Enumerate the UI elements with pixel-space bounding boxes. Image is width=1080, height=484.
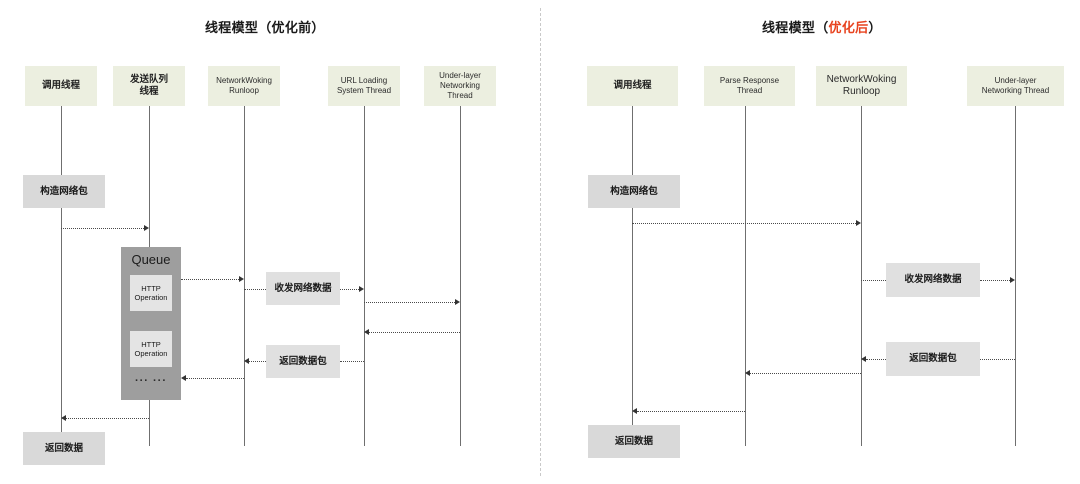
message-arrow-runloop-to-parse [750,373,861,374]
message-arrow-queue-to-call [66,418,149,419]
message-arrow-label-to-runloop [249,361,266,362]
action-box-return-data-before[interactable]: 返回数据 [23,432,105,465]
actor-label: 调用线程 [41,80,80,92]
message-arrow-urlloading-to-underlayer [364,302,455,303]
message-arrow-label-to-urlloading [340,289,359,290]
actor-label: URL Loading System Thread [336,76,392,95]
action-box-build-packet-before[interactable]: 构造网络包 [23,175,105,208]
message-arrow-parse-to-call [637,411,745,412]
actor-header-under-layer-networking-thread-after[interactable]: Under-layer Networking Thread [967,66,1064,106]
actor-label: NetworkWoking Runloop [216,76,272,95]
lifeline-url-loading-system-thread [364,106,365,446]
action-box-return-data-after[interactable]: 返回数据 [588,425,680,458]
lifeline-under-layer-networking-thread-after [1015,106,1016,446]
message-arrow-runloop-to-queue [186,378,244,379]
panel-title-after-suffix: ） [868,20,882,35]
message-box-send-receive-data-before[interactable]: 收发网络数据 [266,272,340,305]
panel-title-before-highlight: 优化前 [271,20,312,35]
arrowhead-right-icon [359,286,364,292]
lifeline-parse-response-thread [745,106,746,446]
arrowhead-left-icon [61,415,66,421]
panel-title-before: 线程模型（优化前） [205,17,325,36]
actor-label: 调用线程 [613,80,652,92]
panel-title-after-highlight: 优化后 [828,20,869,35]
queue-operation-item[interactable]: HTTP Operation [130,331,172,367]
queue-block: Queue HTTP Operation HTTP Operation ··· … [121,247,181,400]
actor-header-url-loading-system-thread[interactable]: URL Loading System Thread [328,66,400,106]
message-box-label: 返回数据包 [279,355,327,367]
actor-label: 发送队列 线程 [129,74,168,97]
arrowhead-right-icon [455,299,460,305]
actor-header-send-queue-thread[interactable]: 发送队列 线程 [113,66,185,106]
actor-header-networkworking-runloop-before[interactable]: NetworkWoking Runloop [208,66,280,106]
arrowhead-right-icon [1010,277,1015,283]
actor-header-parse-response-thread[interactable]: Parse Response Thread [704,66,795,106]
queue-operation-label: HTTP Operation [134,283,168,302]
panel-title-after-prefix: 线程模型（ [762,20,829,35]
actor-header-under-layer-networking-thread-before[interactable]: Under-layer Networking Thread [424,66,496,106]
actor-label: Under-layer Networking Thread [981,76,1050,95]
message-arrow-call-to-runloop [632,223,856,224]
queue-title: Queue [131,252,171,267]
actor-header-networkworking-runloop-after[interactable]: NetworkWoking Runloop [816,66,907,106]
message-arrow-urlloading-to-runloop [340,361,364,362]
actor-header-calling-thread-before[interactable]: 调用线程 [25,66,97,106]
lifeline-calling-thread-after [632,106,633,446]
arrowhead-right-icon [239,276,244,282]
panel-divider [540,8,541,476]
arrowhead-right-icon [856,220,861,226]
message-box-label: 收发网络数据 [274,282,332,294]
arrowhead-left-icon [861,356,866,362]
message-box-send-receive-data-after[interactable]: 收发网络数据 [886,263,980,297]
message-arrow-call-to-queue [61,228,144,229]
actor-header-calling-thread-after[interactable]: 调用线程 [587,66,678,106]
arrowhead-left-icon [181,375,186,381]
action-box-label: 构造网络包 [40,185,88,197]
queue-operation-label: HTTP Operation [134,339,168,358]
panel-title-before-suffix: ） [311,20,325,35]
actor-label: Parse Response Thread [719,76,780,95]
lifeline-networkworking-runloop-before [244,106,245,446]
message-box-return-packet-before[interactable]: 返回数据包 [266,345,340,378]
message-arrow-queue-to-runloop [181,279,239,280]
message-arrow-runloop-to-underlayer [861,280,886,281]
lifeline-under-layer-networking-thread-before [460,106,461,446]
queue-ellipsis: ··· ··· [134,375,168,387]
message-arrow-label-to-underlayer [980,280,1010,281]
arrowhead-left-icon [364,329,369,335]
action-box-label: 返回数据 [44,442,83,454]
panel-title-after: 线程模型（优化后） [762,17,882,36]
message-box-label: 收发网络数据 [904,274,962,286]
message-box-return-packet-after[interactable]: 返回数据包 [886,342,980,376]
arrowhead-left-icon [244,358,249,364]
actor-label: NetworkWoking Runloop [826,73,897,98]
action-box-build-packet-after[interactable]: 构造网络包 [588,175,680,208]
message-box-label: 返回数据包 [909,353,957,365]
lifeline-networkworking-runloop-after [861,106,862,446]
action-box-label: 构造网络包 [610,185,658,197]
message-arrow-underlayer-to-runloop [980,359,1015,360]
message-arrow-underlayer-to-urlloading [369,332,460,333]
actor-label: Under-layer Networking Thread [439,71,481,100]
arrowhead-left-icon [745,370,750,376]
queue-operation-item[interactable]: HTTP Operation [130,275,172,311]
message-arrow-label-to-runloop-after [866,359,886,360]
panel-title-before-prefix: 线程模型（ [205,20,272,35]
arrowhead-right-icon [144,225,149,231]
lifeline-calling-thread-before [61,106,62,446]
message-arrow-runloop-to-urlloading [244,289,266,290]
arrowhead-left-icon [632,408,637,414]
action-box-label: 返回数据 [614,435,653,447]
